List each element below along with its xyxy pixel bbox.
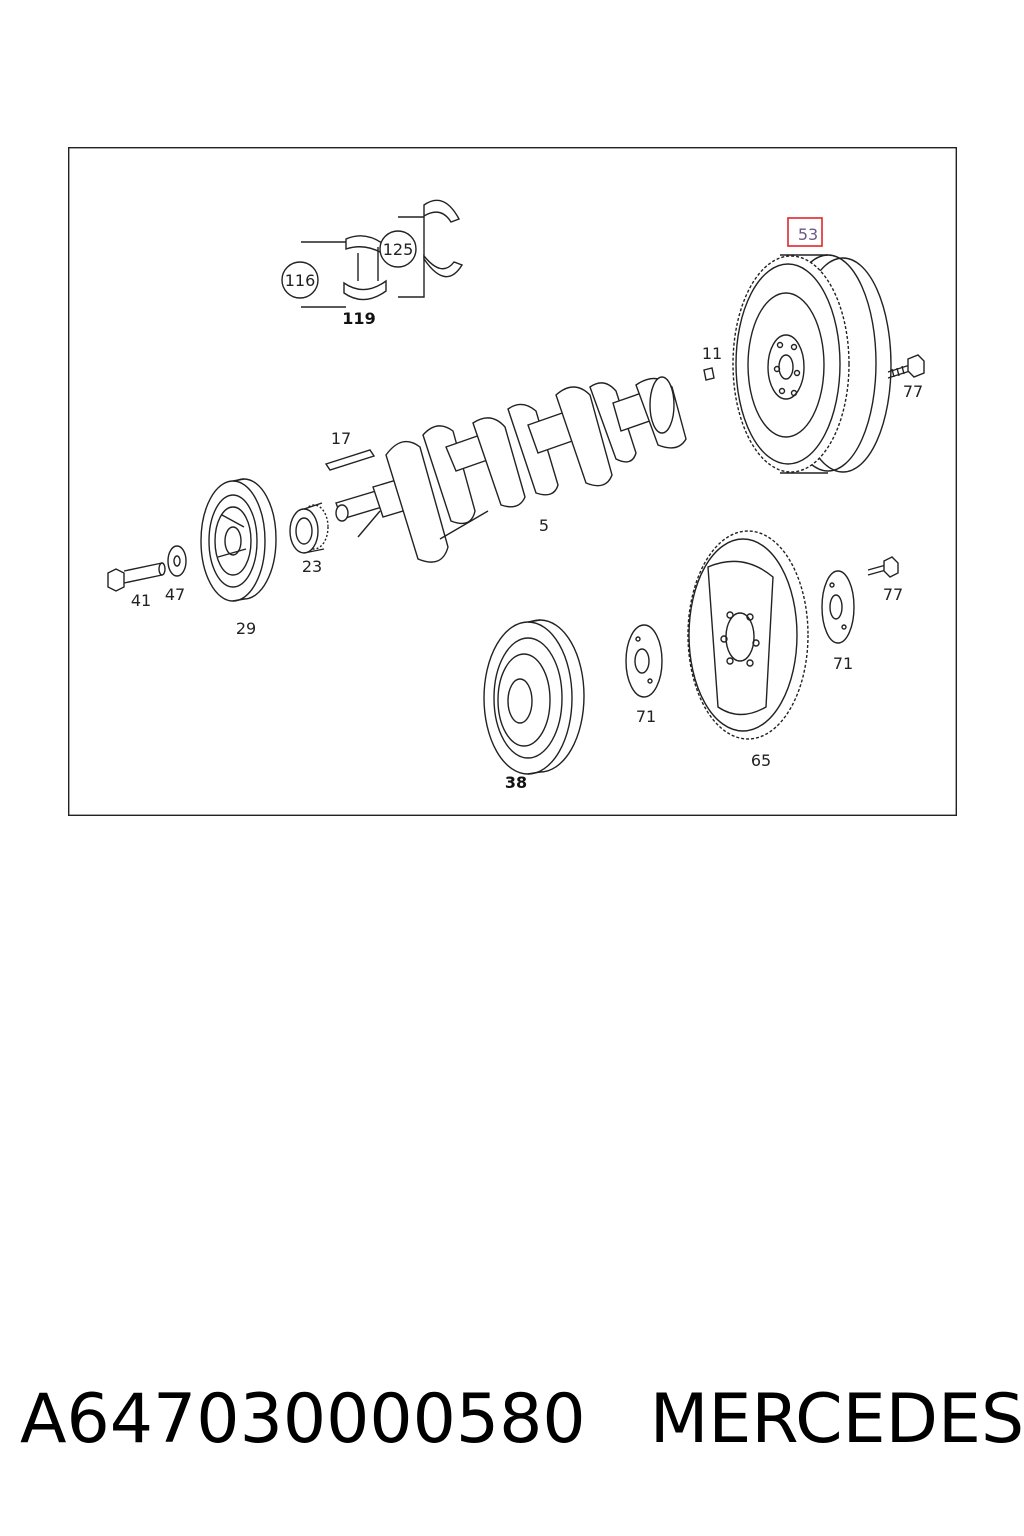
brand-name: MERCEDES — [649, 1380, 1024, 1459]
callout-23: 23 — [302, 557, 322, 576]
callout-119: 119 — [342, 309, 375, 328]
callout-116: 116 — [285, 271, 316, 290]
bearing-shells-group — [301, 199, 464, 308]
callout-71-right: 71 — [833, 654, 853, 673]
flexplate-bolt-part — [867, 556, 899, 578]
callout-circle-116 — [281, 261, 319, 299]
parts-diagram: 116 125 119 53 11 77 — [68, 147, 957, 816]
callout-38: 38 — [505, 773, 527, 792]
part-caption: A647030000580 MERCEDES — [20, 1378, 1024, 1462]
flexplate-part — [687, 530, 809, 740]
callout-71-left: 71 — [636, 707, 656, 726]
flywheel-part — [732, 254, 892, 474]
flywheel-bolt-part — [887, 354, 925, 379]
callout-65: 65 — [751, 751, 771, 770]
part-number: A647030000580 — [20, 1380, 586, 1459]
spacer-disc-left-part — [625, 624, 663, 698]
callout-11: 11 — [702, 344, 722, 363]
pulley-38-part — [483, 619, 585, 775]
callout-47: 47 — [165, 585, 185, 604]
pulley-29-part — [200, 478, 277, 602]
callout-29: 29 — [236, 619, 256, 638]
callout-41: 41 — [131, 591, 151, 610]
crankshaft-part — [335, 376, 687, 563]
pulley-bolt-part — [107, 562, 166, 592]
callout-5: 5 — [539, 516, 549, 535]
spacer-disc-right-part — [821, 570, 855, 644]
callout-77-top: 77 — [903, 382, 923, 401]
callout-circle-125 — [379, 230, 417, 268]
sprocket-part — [289, 502, 329, 554]
dowel-pin-part — [703, 367, 715, 381]
callout-77-bottom: 77 — [883, 585, 903, 604]
woodruff-key-part — [324, 449, 376, 471]
highlight-box-53 — [787, 217, 823, 247]
callout-17: 17 — [331, 429, 351, 448]
callout-125: 125 — [383, 240, 414, 259]
callout-53: 53 — [798, 225, 818, 244]
washer-part — [167, 545, 187, 577]
